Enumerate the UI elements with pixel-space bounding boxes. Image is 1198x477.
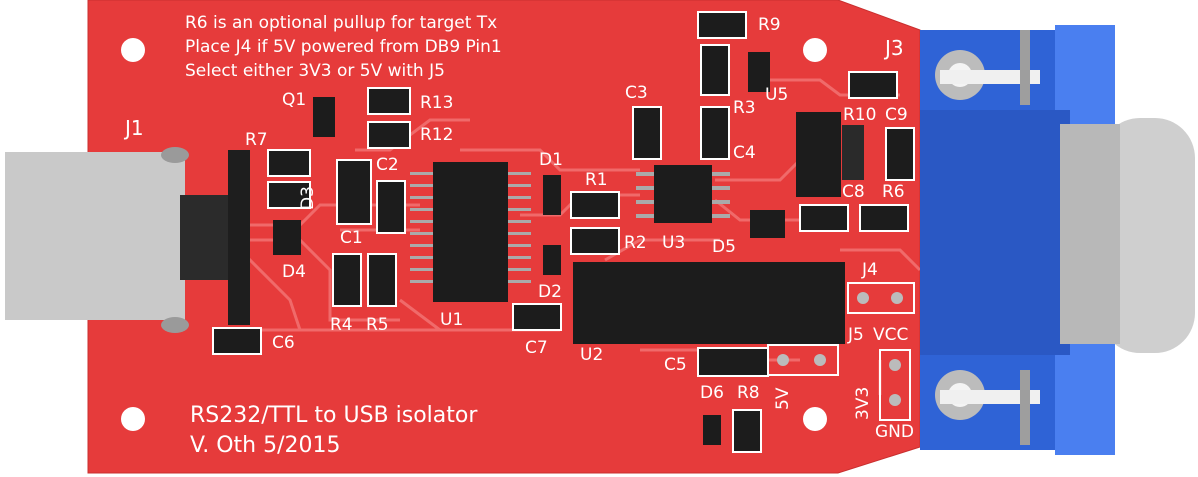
diode-d4 xyxy=(273,220,301,255)
ic-u5-small xyxy=(748,52,770,92)
ref-d2: D2 xyxy=(538,282,562,302)
ic-u3 xyxy=(654,165,712,223)
ref-gnd: GND xyxy=(875,422,914,442)
ref-c5: C5 xyxy=(664,355,687,375)
ref-d6: D6 xyxy=(700,383,724,403)
ref-u3: U3 xyxy=(662,233,685,253)
diode-d5 xyxy=(750,210,785,238)
pin-headers xyxy=(767,282,915,421)
ref-d5: D5 xyxy=(712,237,736,257)
smd-passives xyxy=(212,11,915,453)
ref-5v: 5V xyxy=(773,387,793,410)
silkscreen-note-1: R6 is an optional pullup for target Tx xyxy=(185,13,497,33)
ref-j5: J5 xyxy=(847,325,864,345)
reference-designators: J1 J3 J4 J5 VCC Q1 R13 R12 R7 C2 C1 D4 R… xyxy=(123,15,914,442)
ref-r2: R2 xyxy=(624,233,647,253)
diode-d1 xyxy=(543,175,561,215)
ref-r13: R13 xyxy=(420,93,453,113)
ref-r3: R3 xyxy=(733,98,756,118)
mounting-holes xyxy=(121,38,827,431)
diode-d2 xyxy=(543,245,561,275)
board-author-date: V. Oth 5/2015 xyxy=(190,433,340,458)
ref-u1: U1 xyxy=(440,310,463,330)
ref-u2: U2 xyxy=(580,345,603,365)
ref-vcc: VCC xyxy=(873,325,908,345)
ref-r5: R5 xyxy=(366,315,389,335)
ref-r1: R1 xyxy=(585,170,608,190)
ref-c9: C9 xyxy=(885,105,908,125)
ref-j3: J3 xyxy=(883,36,904,60)
ref-c4: C4 xyxy=(733,143,756,163)
diode-d6 xyxy=(703,415,721,445)
ref-c7: C7 xyxy=(525,338,548,358)
ref-3v3: 3V3 xyxy=(853,387,873,420)
ref-c2: C2 xyxy=(376,155,399,175)
ic-u1 xyxy=(433,162,508,302)
ref-c6: C6 xyxy=(272,333,295,353)
ic-packages xyxy=(273,52,864,445)
ref-d1: D1 xyxy=(539,150,563,170)
silkscreen-note-2: Place J4 if 5V powered from DB9 Pin1 xyxy=(185,37,502,57)
ic-u5-regulator xyxy=(796,112,841,197)
ref-q1: Q1 xyxy=(282,90,306,110)
silkscreen-note-3: Select either 3V3 or 5V with J5 xyxy=(185,61,445,81)
ref-r12: R12 xyxy=(420,125,453,145)
ref-r7: R7 xyxy=(245,130,268,150)
ref-r6: R6 xyxy=(882,182,905,202)
ref-r8: R8 xyxy=(737,383,760,403)
ref-c8: C8 xyxy=(842,182,865,202)
ref-c1: C1 xyxy=(340,228,363,248)
ref-d4: D4 xyxy=(282,262,306,282)
ref-u5: U5 xyxy=(765,85,788,105)
db9-connector-j3 xyxy=(920,25,1195,455)
ref-j4: J4 xyxy=(861,260,878,280)
ref-c3: C3 xyxy=(625,83,648,103)
ref-j1: J1 xyxy=(123,116,144,140)
ref-r4: R4 xyxy=(330,315,353,335)
ic-u2 xyxy=(573,262,845,344)
usb-connector-j1 xyxy=(5,147,250,333)
transistor-q1 xyxy=(313,97,335,137)
board-title: RS232/TTL to USB isolator xyxy=(190,403,478,428)
ref-r9: R9 xyxy=(758,15,781,35)
ref-d3: D3 xyxy=(298,186,318,210)
ref-r10: R10 xyxy=(843,105,876,125)
